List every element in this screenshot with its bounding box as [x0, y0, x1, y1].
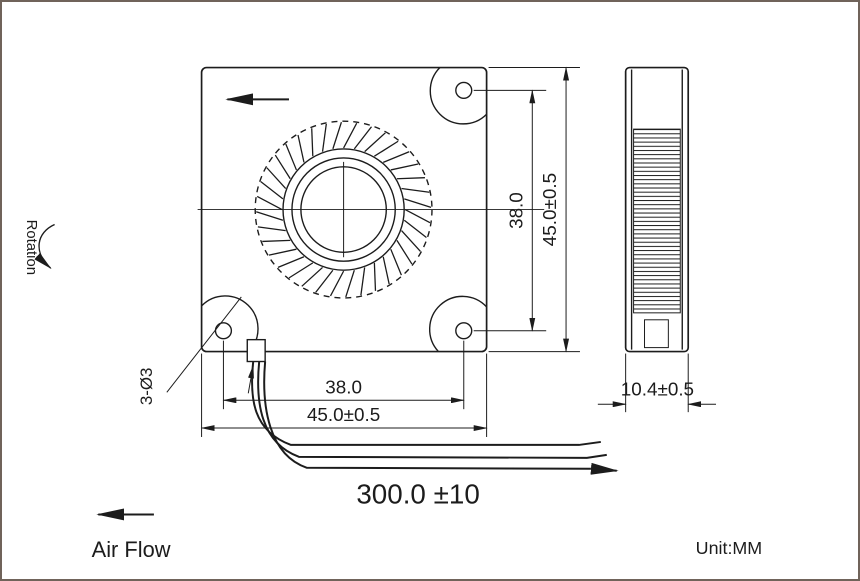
mounting-hole-top-right: [455, 81, 473, 100]
rotation-label: Rotation: [23, 220, 39, 275]
wire-2: [257, 361, 607, 459]
impeller-hub-circle: [300, 166, 387, 253]
wire-length-text: 300.0 ±10: [356, 479, 479, 510]
dimension-text: 45.0±0.5: [539, 173, 560, 246]
dimension-hole-spacing-horizontal: 38.0: [222, 340, 465, 410]
side-view-impeller-fins: [633, 128, 681, 314]
corner-ear-bottom-right: [428, 295, 488, 353]
hole-callout-leader-line: [166, 296, 242, 393]
side-view-outline: [624, 66, 690, 353]
dimension-text: 10.4±0.5: [621, 378, 694, 399]
impeller-blades: [256, 121, 432, 298]
wire-3: [263, 361, 591, 470]
impeller-blade-root-circle: [282, 148, 405, 271]
rotation-indicator: Rotation: [23, 220, 55, 275]
dimension-text: 38.0: [505, 192, 526, 229]
dimension-text: 38.0: [325, 376, 362, 397]
air-flow-label: Air Flow: [92, 537, 171, 562]
dimension-body-height: 45.0±0.5: [488, 66, 580, 353]
corner-ear-top-right: [429, 67, 488, 125]
impeller: [254, 120, 433, 299]
wire-end-arrow-icon: [590, 462, 619, 475]
impeller-shroud-circle: [291, 157, 396, 262]
dimension-body-width: 45.0±0.5: [200, 353, 488, 437]
side-view-wire-exit-detail: [644, 319, 669, 349]
unit-label: Unit:MM: [696, 538, 762, 558]
fan-side-view: [624, 66, 690, 353]
wire-exit-stub: [246, 338, 266, 363]
hole-callout-text: 3-Ø3: [137, 368, 156, 406]
wire-start-arrow-icon: [247, 364, 254, 394]
impeller-scalloped-edge: [254, 120, 433, 299]
rotation-arrow-icon: [34, 223, 55, 270]
fan-front-view: [197, 66, 545, 353]
mounting-hole-bottom-left: [214, 322, 233, 340]
dimension-hole-spacing-vertical: 38.0: [473, 89, 547, 332]
mounting-hole-bottom-right: [455, 322, 473, 340]
dimension-text: 45.0±0.5: [307, 404, 380, 425]
airflow-indicator: Air Flow: [92, 508, 171, 562]
hole-callout: 3-Ø3: [137, 296, 242, 406]
lead-wires: 300.0 ±10: [246, 338, 619, 510]
dimension-depth: 10.4±0.5: [597, 353, 717, 413]
wire-1: [251, 361, 601, 446]
